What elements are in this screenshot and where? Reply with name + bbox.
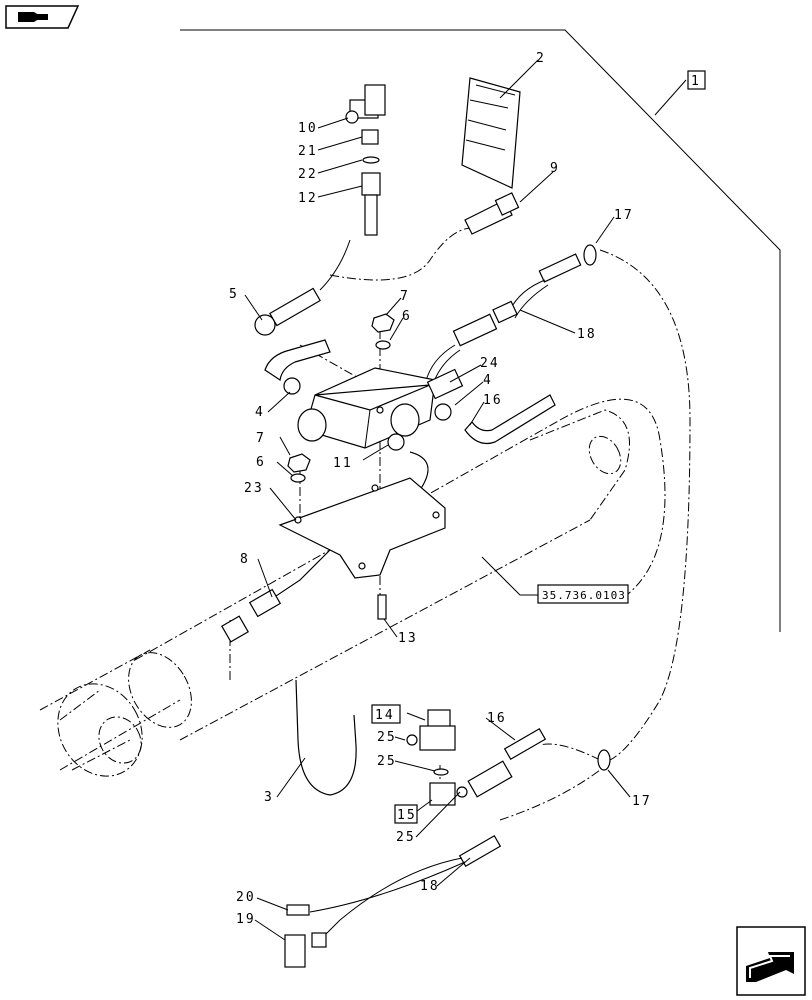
wiring-harness-18-lower: [309, 834, 502, 936]
callout-12: 12: [298, 191, 318, 206]
assembly-ref-label: 1: [691, 74, 701, 89]
callout-11: 11: [333, 456, 353, 471]
mounting-plate-23: [278, 477, 446, 579]
adapter-21: [361, 129, 379, 145]
pin-20: [286, 904, 310, 916]
callout-2: 2: [536, 51, 546, 66]
book-arrow-icon[interactable]: [4, 4, 80, 30]
callout-8: 8: [240, 552, 250, 567]
tee-fitting-14: [419, 709, 456, 751]
callout-5: 5: [229, 287, 239, 302]
reference-box-label[interactable]: 35.736.0103: [542, 589, 626, 602]
callout-17-upper: 17: [614, 208, 634, 223]
callout-7-upper: 7: [400, 289, 410, 304]
callout-3: 3: [264, 790, 274, 805]
callout-7-lower: 7: [256, 431, 266, 446]
fitting-4-left: [283, 377, 301, 395]
callout-13: 13: [398, 631, 418, 646]
callout-18-lower: 18: [420, 879, 440, 894]
clip-17-lower: [597, 749, 611, 771]
hose-elbow-left: [264, 339, 331, 382]
callout-24: 24: [480, 356, 500, 371]
connector-19: [284, 932, 327, 968]
callout-14: 14: [375, 708, 395, 723]
fitting-4-right: [434, 403, 452, 421]
o-ring-25b: [433, 768, 449, 776]
hose-16-lower: [467, 727, 547, 798]
u-bolt-3: [295, 679, 357, 796]
callout-20: 20: [236, 890, 256, 905]
callout-25-c: 25: [396, 830, 416, 845]
callout-4-left: 4: [255, 405, 265, 420]
washer-6-upper: [375, 340, 391, 350]
callout-19: 19: [236, 912, 256, 927]
callout-25-a: 25: [377, 730, 397, 745]
reference-box[interactable]: [537, 584, 629, 604]
callout-4-right: 4: [483, 373, 493, 388]
o-ring-25a: [406, 734, 418, 746]
bolt-13: [377, 594, 387, 620]
callout-10: 10: [298, 121, 318, 136]
valve-block: [297, 367, 436, 449]
o-ring-22: [362, 156, 380, 164]
elbow-5: [254, 239, 351, 336]
callout-box-15: [394, 804, 418, 824]
manual-booklet: [461, 77, 521, 189]
clip-17-upper: [583, 244, 597, 266]
fitting-9: [464, 192, 520, 235]
frame-border: [180, 29, 781, 632]
wiring-harness-18-upper: [424, 253, 582, 389]
callout-16-upper: 16: [483, 393, 503, 408]
elbow-15: [429, 782, 456, 806]
leader-lines: [244, 59, 687, 941]
fitting-24: [426, 368, 464, 400]
elbow-fitting-10: [345, 84, 386, 124]
nut-7-upper: [371, 313, 395, 333]
callout-9: 9: [550, 161, 560, 176]
callout-6-lower: 6: [256, 455, 266, 470]
nut-7-lower: [287, 453, 311, 473]
callout-17-lower: 17: [632, 794, 652, 809]
hose-end-12: [361, 172, 381, 236]
callout-23: 23: [244, 481, 264, 496]
fitting-11: [387, 433, 405, 451]
callout-6-upper: 6: [402, 309, 412, 324]
o-ring-25c: [456, 786, 468, 798]
callout-21: 21: [298, 144, 318, 159]
callout-18-upper: 18: [577, 327, 597, 342]
callout-16-lower: 16: [487, 711, 507, 726]
hose-16-upper: [464, 394, 556, 445]
callout-25-b: 25: [377, 754, 397, 769]
washer-6-lower: [290, 473, 306, 483]
assembly-ref-box: [687, 70, 706, 90]
callout-box-14: [371, 704, 401, 724]
next-page-arrow-icon[interactable]: [736, 926, 806, 996]
callout-22: 22: [298, 167, 318, 182]
callout-15: 15: [397, 808, 417, 823]
